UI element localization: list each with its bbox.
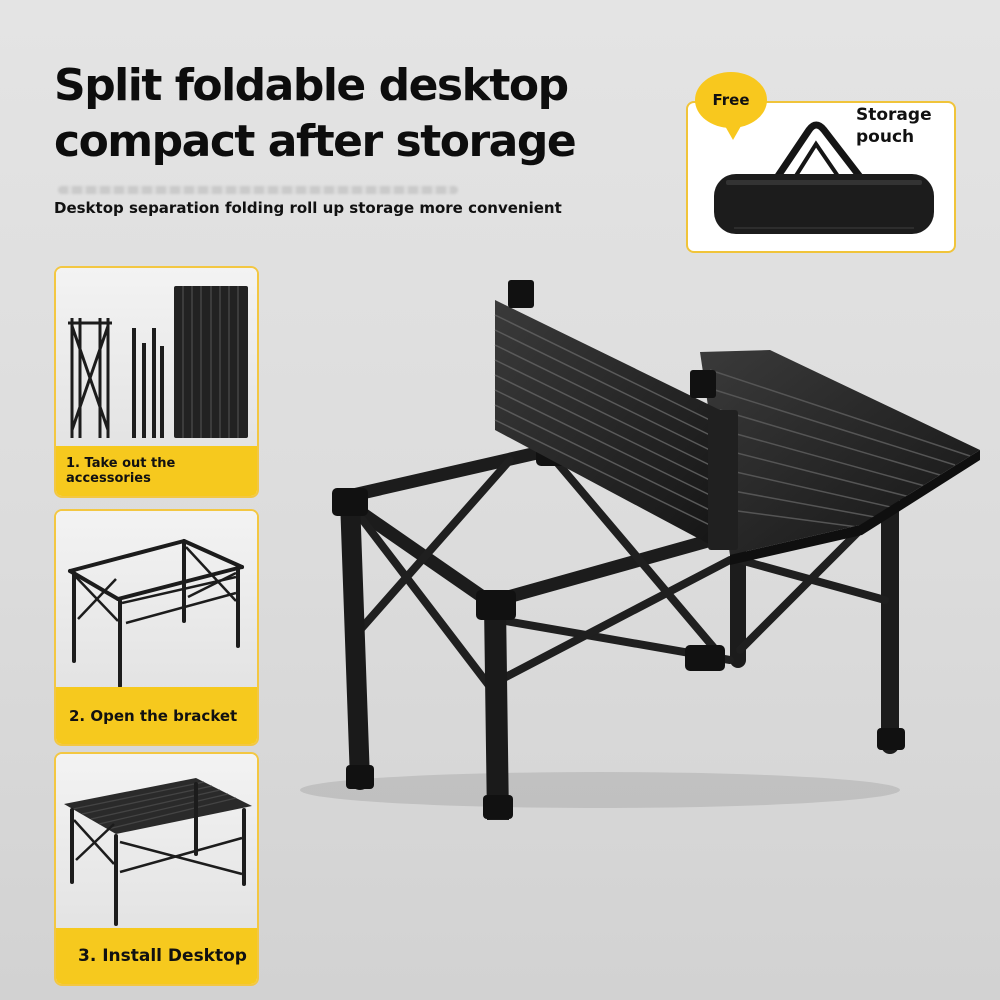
step-1-card: 1. Take out the accessories [54, 266, 259, 498]
rolled-slats [174, 286, 248, 438]
step-3-card: 3. Install Desktop [54, 752, 259, 986]
floor-shadow [300, 772, 900, 808]
step-2-card: 2. Open the bracket [54, 509, 259, 746]
step-3-image [56, 754, 257, 932]
subheadline: Desktop separation folding roll up stora… [54, 199, 562, 217]
headline: Split foldable desktop compact after sto… [54, 58, 577, 170]
hero-table-image [300, 280, 980, 820]
headline-line-2: compact after storage [54, 116, 577, 167]
tabletop [64, 778, 252, 834]
leg-caps [346, 728, 905, 819]
step-3-label: 3. Install Desktop [56, 928, 257, 984]
installed-desktop-illustration [64, 778, 252, 926]
open-bracket-illustration [68, 539, 244, 688]
pouch-body [714, 174, 934, 234]
pouch-handle [770, 121, 868, 186]
accessories-illustration [68, 286, 248, 438]
free-badge-text: Free [712, 91, 750, 109]
pouch-zipper [726, 180, 922, 185]
legs [132, 328, 164, 438]
blurred-caption-decoration [58, 186, 458, 194]
storage-pouch-label-line-2: pouch [856, 127, 915, 147]
flat-tabletop [700, 350, 980, 565]
storage-pouch-label: Storage pouch [856, 104, 952, 148]
step-2-label: 2. Open the bracket [56, 687, 257, 744]
front-legs [340, 490, 509, 820]
storage-pouch-label-line-1: Storage [856, 105, 932, 125]
standing-tabletop [494, 280, 738, 550]
headline-line-1: Split foldable desktop [54, 60, 569, 111]
storage-pouch-image [714, 121, 934, 234]
free-badge: Free [695, 72, 767, 140]
step-1-label: 1. Take out the accessories [56, 446, 257, 496]
folded-frame [68, 318, 112, 438]
step-1-image [56, 268, 257, 450]
step-2-image [56, 511, 257, 691]
back-legs [730, 481, 899, 754]
pouch-handle-inner [790, 140, 844, 184]
